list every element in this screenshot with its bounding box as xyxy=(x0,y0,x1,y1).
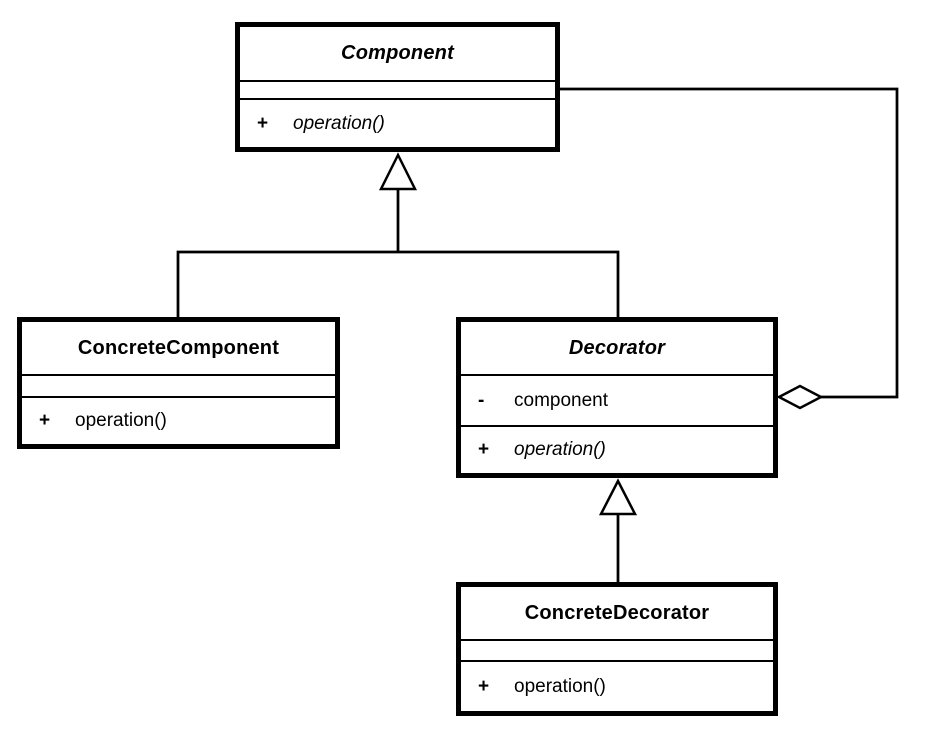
attribute-row: - component xyxy=(461,376,773,425)
method-signature: operation() xyxy=(75,410,167,431)
class-box-concrete-component: ConcreteComponent + operation() xyxy=(17,317,340,449)
method-row: + operation() xyxy=(22,398,335,444)
methods-section-component: + operation() xyxy=(240,100,555,147)
attributes-section-concrete-decorator xyxy=(461,641,773,662)
methods-section-decorator: + operation() xyxy=(461,427,773,473)
attributes-section-decorator: - component xyxy=(461,376,773,427)
method-signature: operation() xyxy=(514,439,606,460)
method-row: + operation() xyxy=(240,100,555,147)
visibility-sign: + xyxy=(478,439,490,460)
method-signature: operation() xyxy=(514,675,606,697)
class-name-decorator: Decorator xyxy=(461,322,773,376)
generalization-branch-line xyxy=(176,250,620,318)
methods-section-concrete-component: + operation() xyxy=(22,398,335,444)
inheritance-triangle-icon xyxy=(378,152,418,191)
class-name-concrete-component: ConcreteComponent xyxy=(22,322,335,376)
attributes-section-component xyxy=(240,82,555,100)
class-box-concrete-decorator: ConcreteDecorator + operation() xyxy=(456,582,778,716)
attributes-section-concrete-component xyxy=(22,376,335,398)
method-signature: operation() xyxy=(293,112,385,134)
aggregation-diamond-icon xyxy=(776,384,824,410)
visibility-sign: + xyxy=(478,675,490,697)
method-row: + operation() xyxy=(461,662,773,711)
visibility-sign: + xyxy=(39,410,51,431)
methods-section-concrete-decorator: + operation() xyxy=(461,662,773,711)
class-name-concrete-decorator: ConcreteDecorator xyxy=(461,587,773,641)
method-row: + operation() xyxy=(461,427,773,473)
aggregation-line xyxy=(560,87,899,399)
attribute-name: component xyxy=(514,389,609,411)
visibility-sign: + xyxy=(257,112,269,134)
visibility-sign: - xyxy=(478,389,485,411)
inheritance-triangle-icon xyxy=(598,478,638,516)
class-box-component: Component + operation() xyxy=(235,22,560,152)
class-box-decorator: Decorator - component + operation() xyxy=(456,317,778,478)
class-name-component: Component xyxy=(240,27,555,82)
